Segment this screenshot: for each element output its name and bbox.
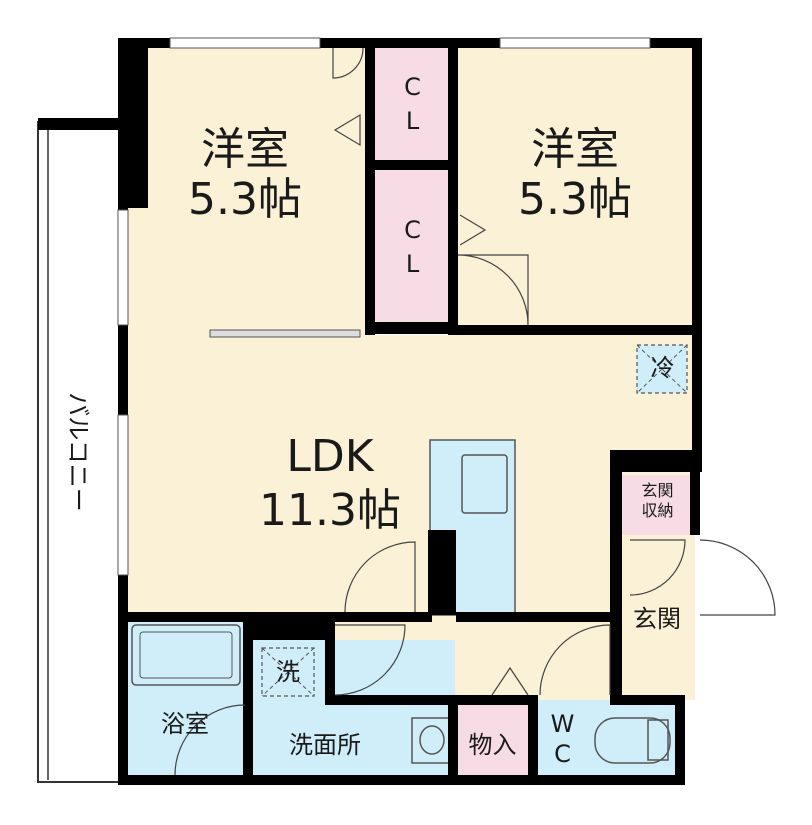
bathtub bbox=[131, 624, 241, 686]
windows bbox=[117, 37, 651, 576]
closet-1-label: C L bbox=[395, 75, 430, 133]
washbasin bbox=[411, 717, 453, 764]
western-room-2-label: 洋室 5.3帖 bbox=[505, 128, 645, 222]
entrance-storage-label: 玄関 収納 bbox=[625, 483, 690, 519]
closet-2-line1: C bbox=[404, 216, 421, 244]
ldk-size: 11.3帖 bbox=[259, 485, 401, 536]
entrance-floor bbox=[620, 535, 695, 700]
entrance-label: 玄関 bbox=[633, 605, 681, 633]
bath-label: 浴室 bbox=[161, 710, 209, 738]
balcony-area bbox=[37, 121, 127, 783]
ldk-floor bbox=[122, 335, 695, 615]
washer-label: 洗 bbox=[276, 658, 300, 686]
wc-line2: C bbox=[554, 740, 571, 768]
walls bbox=[118, 38, 702, 785]
refrigerator-label: 冷 bbox=[650, 354, 675, 382]
ldk-label: LDK 11.3帖 bbox=[225, 435, 435, 533]
western-room-1-floor bbox=[122, 45, 372, 335]
closet-1-line2: L bbox=[405, 107, 420, 135]
toilet bbox=[594, 717, 671, 764]
entrance-storage-floor bbox=[620, 475, 695, 535]
western-room-2-size: 5.3帖 bbox=[518, 174, 632, 225]
ldk-name: LDK bbox=[286, 431, 374, 482]
closet-1-line1: C bbox=[404, 73, 421, 101]
closet-2-line2: L bbox=[405, 250, 420, 278]
western-room-1-label: 洋室 5.3帖 bbox=[175, 128, 315, 222]
storage-label: 物入 bbox=[468, 731, 517, 759]
western-room-2-name: 洋室 bbox=[531, 124, 619, 175]
wc-label: W C bbox=[545, 712, 580, 766]
storage-floor bbox=[455, 700, 530, 780]
kitchen-sink bbox=[461, 454, 508, 514]
doors bbox=[174, 47, 776, 776]
washroom-label: 洗面所 bbox=[289, 731, 361, 759]
closet-2-floor bbox=[372, 170, 455, 325]
wc-line1: W bbox=[550, 710, 575, 738]
closet-2-label: C L bbox=[395, 218, 430, 276]
entrance-storage-line1: 玄関 bbox=[641, 481, 674, 500]
western-room-1-name: 洋室 bbox=[201, 124, 289, 175]
entrance-storage-line2: 収納 bbox=[641, 501, 674, 520]
closet-1-floor bbox=[372, 45, 455, 160]
balcony-label: バルコニー bbox=[64, 392, 92, 512]
western-room-2-floor bbox=[455, 45, 695, 335]
western-room-1-size: 5.3帖 bbox=[188, 174, 302, 225]
